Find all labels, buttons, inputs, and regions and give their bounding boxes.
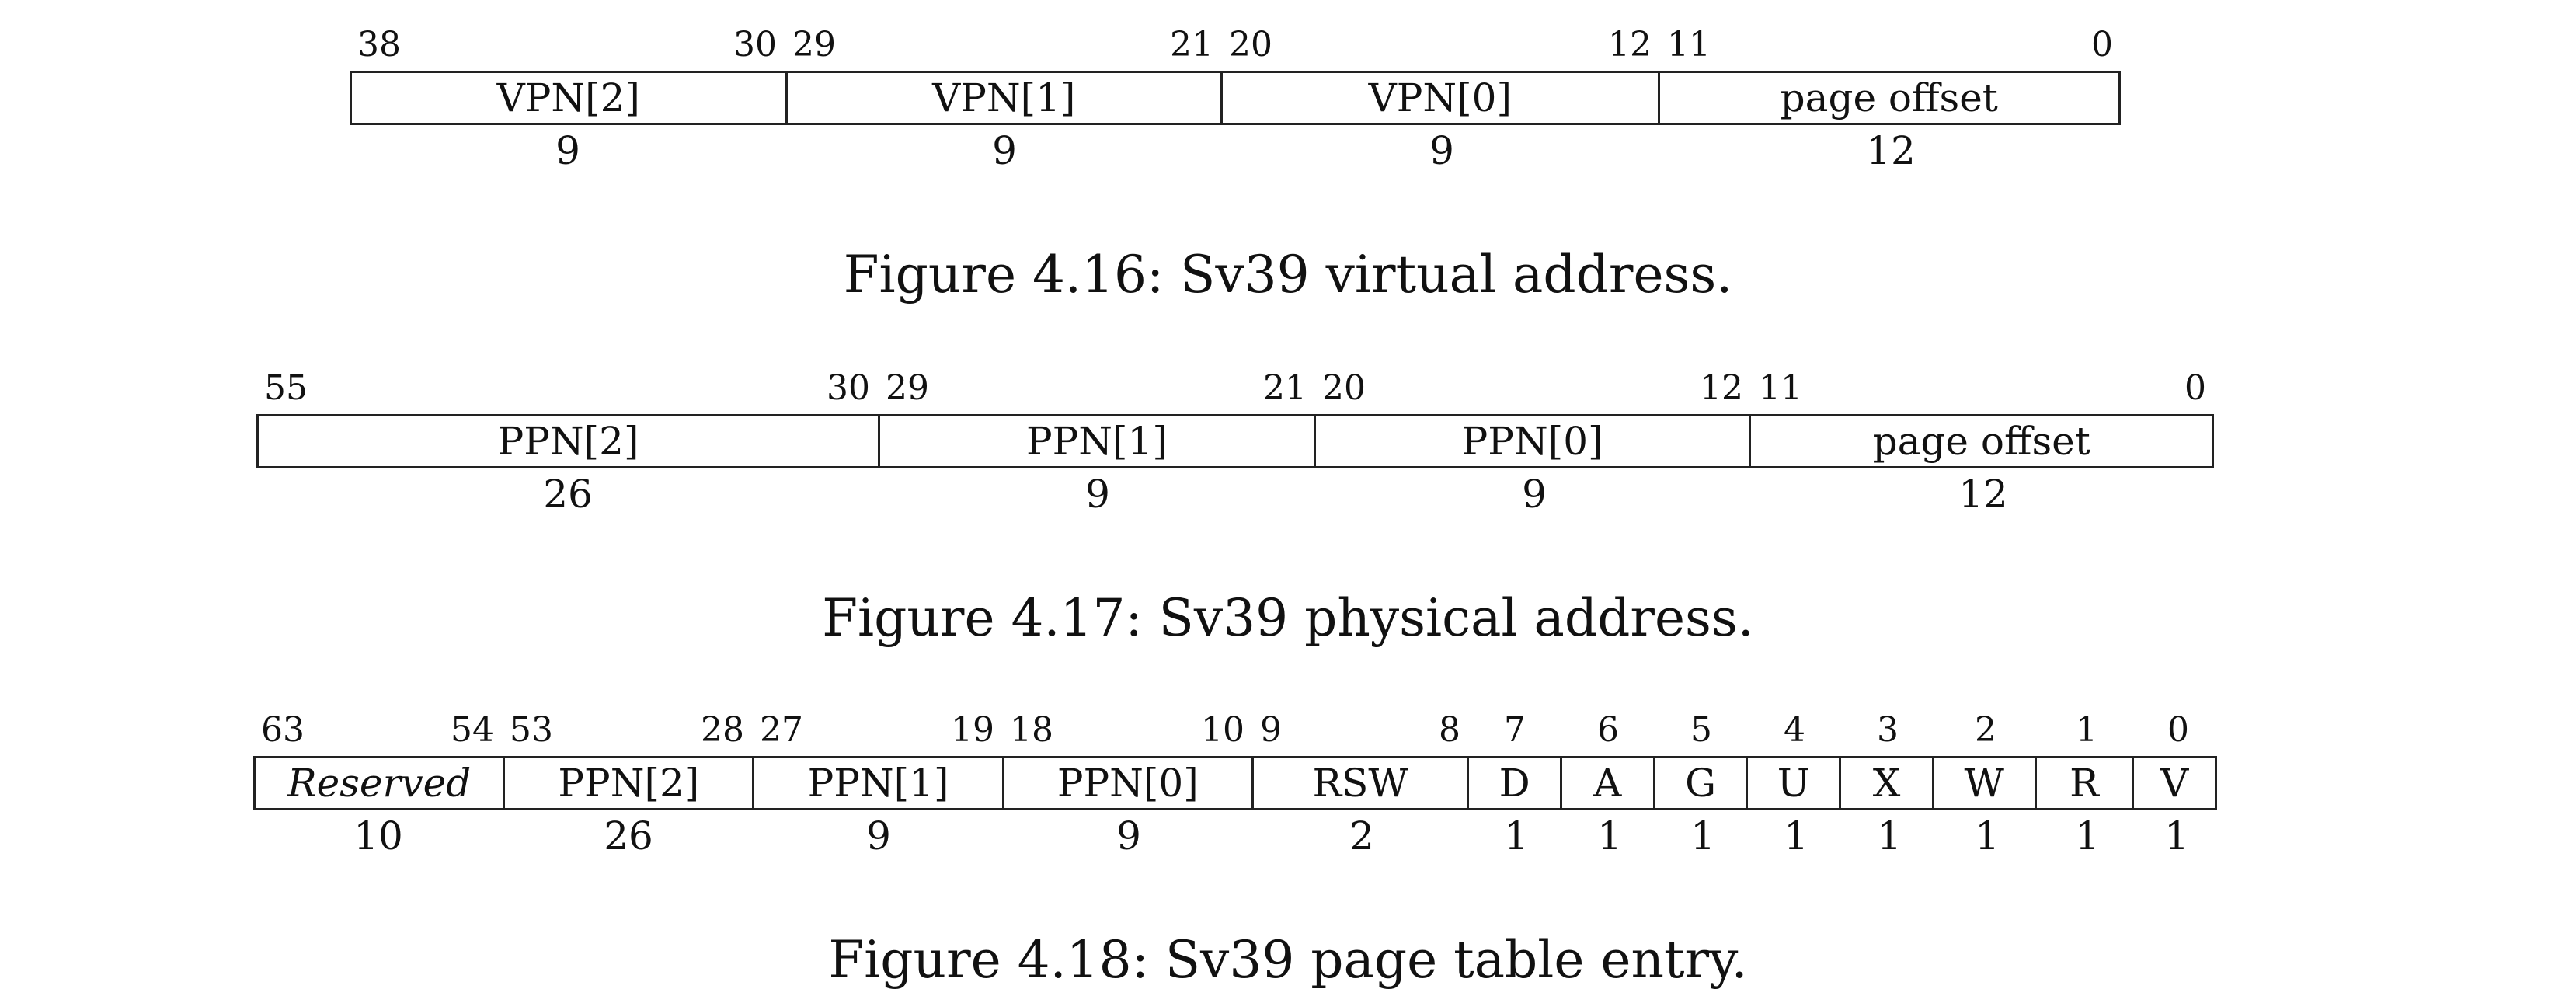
field-width: 9: [555, 128, 580, 173]
field-ppn0: PPN[0]: [1316, 416, 1752, 466]
bit-index: 3: [1877, 710, 1899, 750]
field-vpn1: VPN[1]: [788, 73, 1224, 123]
field-width: 9: [1085, 472, 1110, 517]
field-width: 1: [1597, 813, 1622, 858]
bit-index: 29: [792, 25, 836, 64]
bit-index: 9: [1260, 710, 1282, 750]
bit-index: 20: [1322, 368, 1366, 408]
field-reserved: Reserved: [256, 758, 506, 808]
bit-index: 30: [827, 368, 870, 408]
field-width: 1: [1504, 813, 1529, 858]
field-page-offset: page offset: [1780, 75, 1998, 120]
field-width: 1: [1690, 813, 1715, 858]
field-ppn1: PPN[1]: [880, 416, 1316, 466]
field-width: 12: [1958, 472, 2008, 517]
bit-index: 0: [2167, 710, 2189, 750]
field-vpn0: VPN[0]: [1223, 73, 1660, 123]
field-u: U: [1748, 758, 1842, 808]
field-width: 9: [992, 128, 1017, 173]
bit-index: 55: [264, 368, 308, 408]
field-width: 1: [2075, 813, 2100, 858]
bit-index: 30: [733, 25, 777, 64]
field-ppn2: PPN[2]: [259, 416, 881, 466]
field-width: 2: [1349, 813, 1374, 858]
bit-index: 6: [1597, 710, 1619, 750]
field-width: 9: [1429, 128, 1454, 173]
field-x: X: [1841, 758, 1934, 808]
bit-index: 18: [1010, 710, 1053, 750]
field-width: 1: [2164, 813, 2189, 858]
bit-index: 19: [951, 710, 994, 750]
bit-index: 12: [1700, 368, 1743, 408]
bit-index: 5: [1690, 710, 1712, 750]
bit-index-row: 55 30 29 21 20 12 11 0: [256, 365, 2214, 412]
field-width: 12: [1866, 128, 1916, 173]
field-width: 26: [604, 813, 653, 858]
field-width: 9: [1116, 813, 1141, 858]
bit-index: 11: [1759, 368, 1802, 408]
field-width: 9: [866, 813, 891, 858]
bit-index: 38: [357, 25, 401, 64]
figure-caption: Figure 4.16: Sv39 virtual address.: [843, 245, 1733, 305]
bit-index: 12: [1608, 25, 1652, 64]
bit-index: 21: [1170, 25, 1213, 64]
bit-index: 8: [1439, 710, 1460, 750]
bit-index: 10: [1201, 710, 1244, 750]
field-width: 9: [1522, 472, 1547, 517]
field-ppn2: PPN[2]: [505, 758, 755, 808]
bit-index: 20: [1229, 25, 1272, 64]
bit-index: 1: [2076, 710, 2097, 750]
register-bar: PPN[2] PPN[1] PPN[0] page offset: [256, 414, 2214, 468]
field-width: 10: [353, 813, 403, 858]
figure-caption: Figure 4.17: Sv39 physical address.: [822, 588, 1754, 648]
bit-index: 53: [510, 710, 553, 750]
bit-index: 21: [1263, 368, 1307, 408]
field-page-offset: page offset: [1872, 419, 2090, 464]
field-g: G: [1655, 758, 1749, 808]
field-rsw: RSW: [1254, 758, 1470, 808]
field-ppn1: PPN[1]: [754, 758, 1004, 808]
figure-caption: Figure 4.18: Sv39 page table entry.: [828, 930, 1748, 990]
bit-index: 28: [701, 710, 744, 750]
bit-index: 63: [261, 710, 305, 750]
field-d: D: [1469, 758, 1562, 808]
field-r: R: [2037, 758, 2135, 808]
bit-index: 0: [2091, 25, 2113, 64]
field-ppn0: PPN[0]: [1004, 758, 1254, 808]
field-width: 1: [1784, 813, 1808, 858]
field-vpn2: VPN[2]: [352, 73, 788, 123]
field-width: 1: [1975, 813, 2000, 858]
bit-index-row: 63 54 53 28 27 19 18 10 9 8 7 6 5 4 3 2 …: [253, 707, 2217, 754]
field-width-row: 10 26 9 9 2 1 1 1 1 1 1 1 1: [253, 813, 2217, 859]
bit-index: 2: [1975, 710, 1996, 750]
register-bar: VPN[2] VPN[1] VPN[0] page offset: [350, 71, 2121, 125]
bit-index: 7: [1504, 710, 1526, 750]
bit-index: 0: [2184, 368, 2206, 408]
field-v: V: [2160, 761, 2189, 806]
register-bar: Reserved PPN[2] PPN[1] PPN[0] RSW D A G …: [253, 756, 2217, 810]
field-width: 26: [543, 472, 593, 517]
field-width: 1: [1877, 813, 1902, 858]
bit-index: 54: [451, 710, 494, 750]
bit-index-row: 38 30 29 21 20 12 11 0: [350, 22, 2121, 68]
bit-index: 11: [1667, 25, 1711, 64]
field-width-row: 26 9 9 12: [256, 471, 2214, 517]
field-w: W: [1934, 758, 2037, 808]
bit-index: 27: [760, 710, 803, 750]
field-width-row: 9 9 9 12: [350, 127, 2121, 174]
bit-index: 29: [886, 368, 929, 408]
bit-index: 4: [1784, 710, 1805, 750]
field-a: A: [1562, 758, 1655, 808]
